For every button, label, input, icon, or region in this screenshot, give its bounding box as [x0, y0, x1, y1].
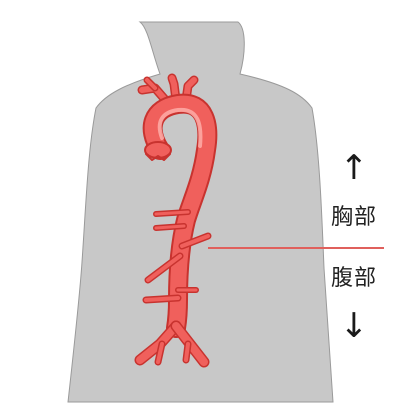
body-silhouette: [67, 21, 334, 403]
abdominal-branches: [142, 252, 199, 304]
arrow-up-icon: ↑: [339, 148, 369, 188]
aorta-highlight: [157, 107, 203, 148]
iliac-arteries: [134, 320, 210, 368]
chest-label: 胸部: [330, 205, 377, 230]
abdomen-label: 腹部: [330, 266, 377, 291]
intercostal-branches: [153, 209, 212, 250]
arrow-down-icon: ↓: [339, 306, 369, 346]
aorta: [134, 73, 218, 368]
aortic-root: [144, 141, 172, 159]
